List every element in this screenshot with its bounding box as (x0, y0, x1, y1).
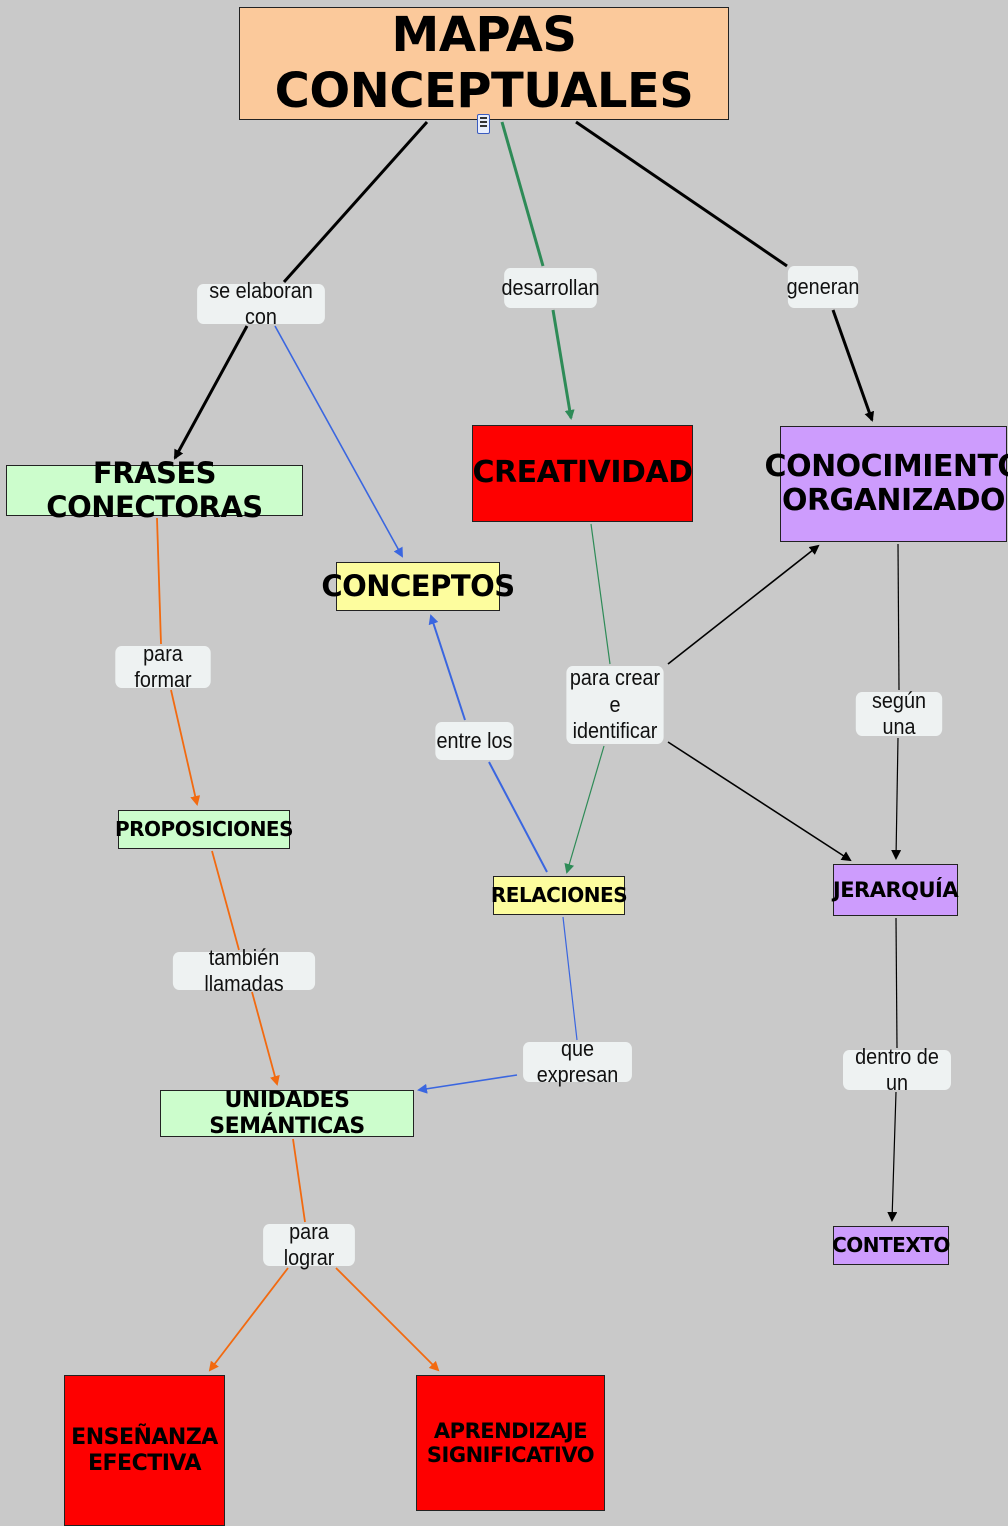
concept-jerarquia[interactable]: JERARQUÍA (833, 864, 959, 916)
edge-mapas-to-se-elaboran (282, 121, 429, 283)
concept-aprendizaje-significativo[interactable]: APRENDIZAJE SIGNIFICATIVO (416, 1375, 605, 1511)
link-entre-los[interactable]: entre los (435, 722, 514, 760)
link-segun-una[interactable]: según una (855, 688, 943, 739)
edge-para-lograr-to-ensenanza (208, 1267, 289, 1372)
edge-mapas-to-desarrollan (500, 121, 545, 267)
edge-entre-los-to-conceptos (428, 614, 466, 721)
link-se-elaboran-con[interactable]: se elaboran con (197, 278, 325, 329)
concept-contexto[interactable]: CONTEXTO (832, 1226, 950, 1265)
link-para-formar[interactable]: para formar (115, 641, 211, 692)
edge-se-elaboran-to-frases (173, 325, 249, 460)
edge-conocimiento-to-segun-una (897, 543, 900, 691)
link-generan[interactable]: generan (787, 266, 859, 308)
edge-para-formar-to-proposiciones (170, 689, 201, 806)
edge-frases-to-para-formar (156, 517, 162, 645)
edge-mapas-to-generan (575, 120, 788, 268)
edge-jerarquia-to-dentro-de-un (895, 917, 898, 1049)
edge-dentro-de-un-to-contexto (887, 1091, 898, 1222)
edge-proposiciones-to-tambien (211, 850, 240, 951)
edge-relaciones-to-que-expresan (562, 916, 578, 1041)
concept-mapas-conceptuales[interactable]: MAPAS CONCEPTUALES (239, 7, 729, 120)
edge-para-crear-to-conocimiento (667, 544, 820, 665)
edge-para-crear-to-relaciones (564, 745, 605, 874)
link-que-expresan[interactable]: que expresan (523, 1036, 632, 1087)
concept-ensenanza-efectiva[interactable]: ENSEÑANZA EFECTIVA (64, 1375, 225, 1526)
link-para-lograr[interactable]: para lograr (263, 1219, 355, 1270)
concept-unidades-semanticas[interactable]: UNIDADES SEMÁNTICAS (160, 1088, 414, 1139)
edge-tambien-to-unidades (251, 991, 280, 1086)
edge-relaciones-to-entre-los (488, 761, 548, 873)
edge-creatividad-to-para-crear (590, 523, 611, 665)
edge-segun-una-to-jerarquia (891, 737, 902, 860)
link-desarrollan[interactable]: desarrollan (502, 268, 599, 308)
concept-frases-conectoras[interactable]: FRASES CONECTORAS (6, 456, 303, 523)
link-dentro-de-un[interactable]: dentro de un (843, 1044, 951, 1095)
edge-unidades-to-para-lograr (292, 1138, 306, 1223)
concept-proposiciones[interactable]: PROPOSICIONES (115, 810, 294, 849)
edge-se-elaboran-to-conceptos (274, 325, 403, 558)
edge-para-crear-to-jerarquia (667, 741, 852, 862)
concept-creatividad[interactable]: CREATIVIDAD (472, 425, 693, 522)
document-icon[interactable] (477, 114, 490, 134)
link-para-crear-e-identificar[interactable]: para crear e identificar (566, 665, 664, 744)
edge-generan-to-conocimiento (831, 309, 875, 422)
concept-relaciones[interactable]: RELACIONES (491, 876, 628, 915)
edge-desarrollan-to-creatividad (551, 309, 575, 420)
link-tambien-llamadas[interactable]: también llamadas (172, 945, 316, 996)
concept-conceptos[interactable]: CONCEPTOS (321, 562, 515, 611)
edge-para-lograr-to-aprendizaje (335, 1267, 440, 1372)
concept-conocimiento-organizado[interactable]: CONOCIMIENTO ORGANIZADO (765, 426, 1008, 542)
edge-que-expresan-to-unidades (417, 1074, 518, 1094)
